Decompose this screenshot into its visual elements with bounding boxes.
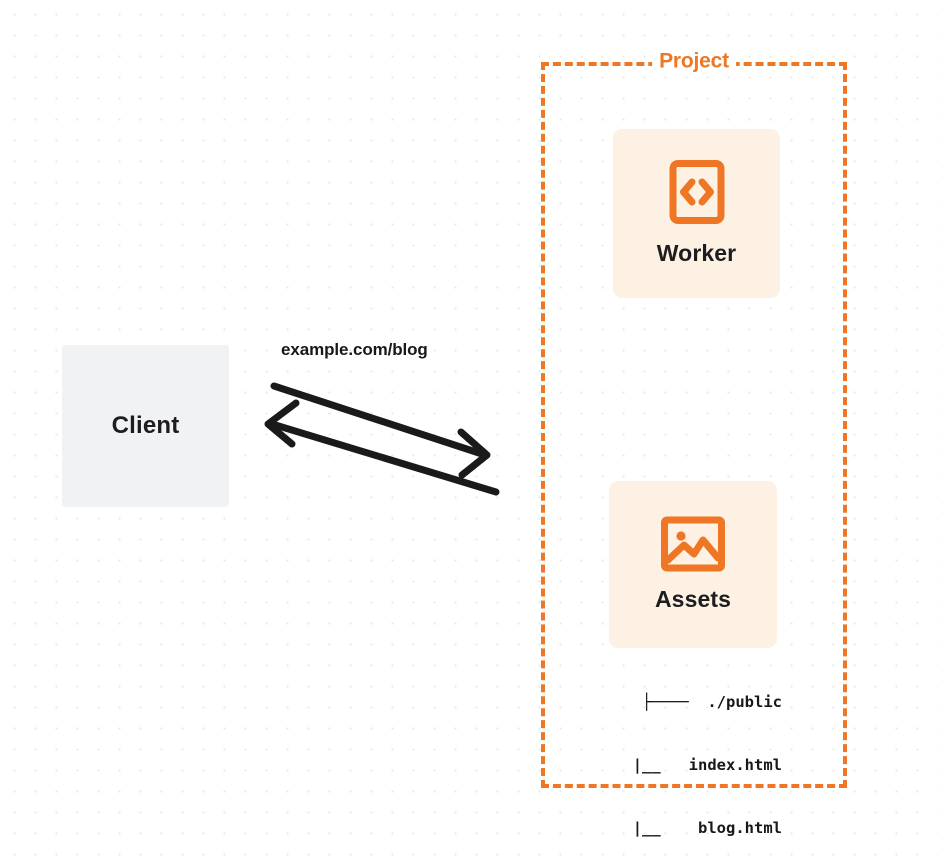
- asset-file-tree: ├──── ./public |__ index.html |__ blog.h…: [586, 650, 782, 860]
- edge-label-request: example.com/blog: [281, 340, 428, 359]
- image-picture-icon: [661, 516, 725, 572]
- assets-label: Assets: [654, 586, 732, 612]
- assets-card[interactable]: Assets: [609, 481, 777, 648]
- code-brackets-icon: [669, 160, 724, 224]
- client-node[interactable]: Client: [62, 345, 229, 507]
- response-arrow: [264, 399, 500, 496]
- project-container: Project: [541, 49, 847, 788]
- request-arrow: [270, 382, 491, 479]
- worker-label: Worker: [656, 240, 737, 266]
- tree-row: |__ blog.html: [586, 819, 782, 837]
- worker-card[interactable]: Worker: [613, 129, 780, 298]
- project-title: Project: [652, 49, 736, 74]
- tree-row: |__ index.html: [586, 756, 782, 774]
- tree-row: ├──── ./public: [642, 693, 782, 711]
- client-label: Client: [111, 412, 180, 439]
